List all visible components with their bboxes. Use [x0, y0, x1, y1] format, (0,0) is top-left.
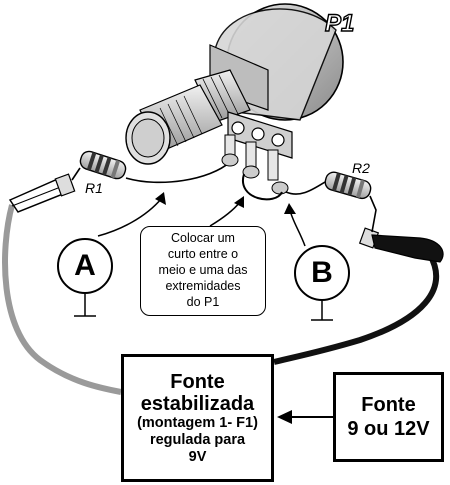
r2-lead-wire [285, 181, 326, 195]
fonte-estab-line-5: 9V [188, 448, 207, 465]
short-circuit-note: Colocar um curto entre o meio e uma das … [140, 226, 266, 316]
fonte-estab-line-4: regulada para [149, 431, 246, 448]
black-wire [273, 253, 440, 365]
potentiometer-p1 [125, 3, 344, 195]
p1-label: P1 [324, 9, 355, 37]
note-line-4: extremidades [165, 279, 241, 293]
fonte-externa-line-1: Fonte [361, 394, 416, 416]
fonte-externa-line-2: 9 ou 12V [347, 418, 430, 440]
fonte-externa-box: Fonte 9 ou 12V [333, 372, 444, 462]
note-line-5: do P1 [186, 295, 220, 309]
note-line-3: meio e uma das [158, 263, 248, 277]
meter-b-label: B [311, 256, 333, 289]
r1-lead-wire [125, 161, 231, 184]
resistor-r2 [324, 171, 372, 200]
meter-a-label: A [74, 249, 96, 282]
note-line-2: curto entre o [167, 247, 239, 261]
fonte-estab-line-1: Fonte [170, 370, 225, 393]
fonte-estabilizada-box: Fonte estabilizada (montagem 1- F1) regu… [121, 354, 274, 482]
note-line-1: Colocar um [171, 231, 235, 245]
gray-wire [2, 204, 122, 395]
meter-a: A [57, 238, 113, 294]
r1-label: R1 [85, 180, 103, 196]
resistor-r1 [79, 150, 127, 180]
r2-label: R2 [352, 160, 370, 176]
right-alligator-clip [358, 227, 444, 263]
fonte-estab-line-2: estabilizada [140, 392, 255, 415]
meter-b: B [294, 245, 350, 301]
fonte-estab-line-3: (montagem 1- F1) [137, 414, 258, 431]
short-circuit-wire [241, 173, 283, 201]
left-alligator-clip [8, 173, 76, 213]
